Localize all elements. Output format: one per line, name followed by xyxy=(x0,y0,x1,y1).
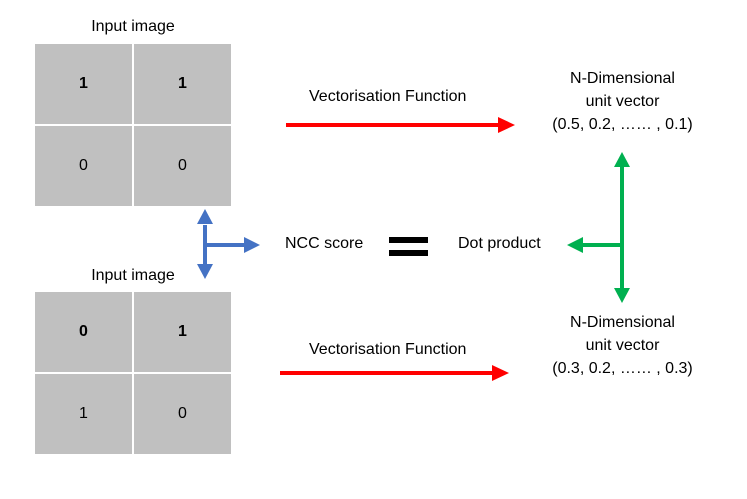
blue-double-arrow xyxy=(197,209,260,279)
bottom-vector-subtitle: unit vector xyxy=(585,337,660,354)
equals-sign xyxy=(389,237,428,256)
top-red-arrow xyxy=(286,117,515,133)
top-cell-3: 0 xyxy=(35,126,132,206)
ncc-score-label: NCC score xyxy=(285,235,364,252)
top-vector-text: N-Dimensional unit vector (0.5, 0.2, …… … xyxy=(540,67,705,136)
top-vector-values: (0.5, 0.2, …… , 0.1) xyxy=(552,116,693,133)
bottom-vector-values: (0.3, 0.2, …… , 0.3) xyxy=(552,360,693,377)
top-input-grid: 1 1 0 0 xyxy=(35,44,231,206)
green-arrows xyxy=(567,152,630,303)
dot-product-label: Dot product xyxy=(458,235,541,252)
top-vector-subtitle: unit vector xyxy=(585,93,660,110)
top-vectorisation-label: Vectorisation Function xyxy=(309,88,467,105)
bottom-vector-title: N-Dimensional xyxy=(570,314,675,331)
bottom-cell-2: 1 xyxy=(134,292,231,372)
top-vector-title: N-Dimensional xyxy=(570,70,675,87)
bottom-input-grid: 0 1 1 0 xyxy=(35,292,231,454)
bottom-cell-3: 1 xyxy=(35,374,132,454)
bottom-vector-text: N-Dimensional unit vector (0.3, 0.2, …… … xyxy=(540,311,705,380)
top-cell-2: 1 xyxy=(134,44,231,124)
bottom-red-arrow xyxy=(280,365,509,381)
top-cell-1: 1 xyxy=(35,44,132,124)
bottom-cell-4: 0 xyxy=(134,374,231,454)
top-image-title: Input image xyxy=(91,18,175,35)
bottom-cell-1: 0 xyxy=(35,292,132,372)
bottom-image-title: Input image xyxy=(91,267,175,284)
top-cell-4: 0 xyxy=(134,126,231,206)
bottom-vectorisation-label: Vectorisation Function xyxy=(309,341,467,358)
